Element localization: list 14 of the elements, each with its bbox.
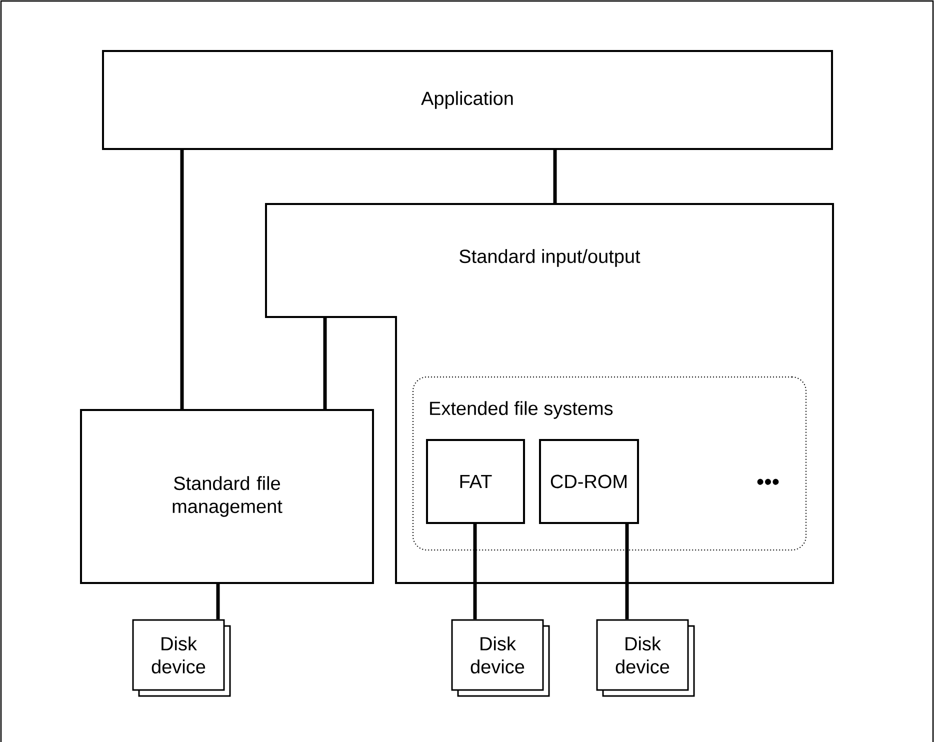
box: Standard file management [80,409,374,584]
disk-stack: Disk device [132,619,231,697]
connector-line [180,150,184,409]
ellipsis: ••• [757,478,779,485]
box: Application [102,50,833,150]
disk-stack: Disk device [451,619,550,697]
connector-line [216,584,220,620]
connector-line [323,317,327,409]
box: FAT [426,439,525,524]
connector-line [473,524,477,620]
box: CD-ROM [539,439,639,524]
disk-stack: Disk device [596,619,695,697]
connector-line [625,524,629,620]
connector-line [553,150,557,204]
